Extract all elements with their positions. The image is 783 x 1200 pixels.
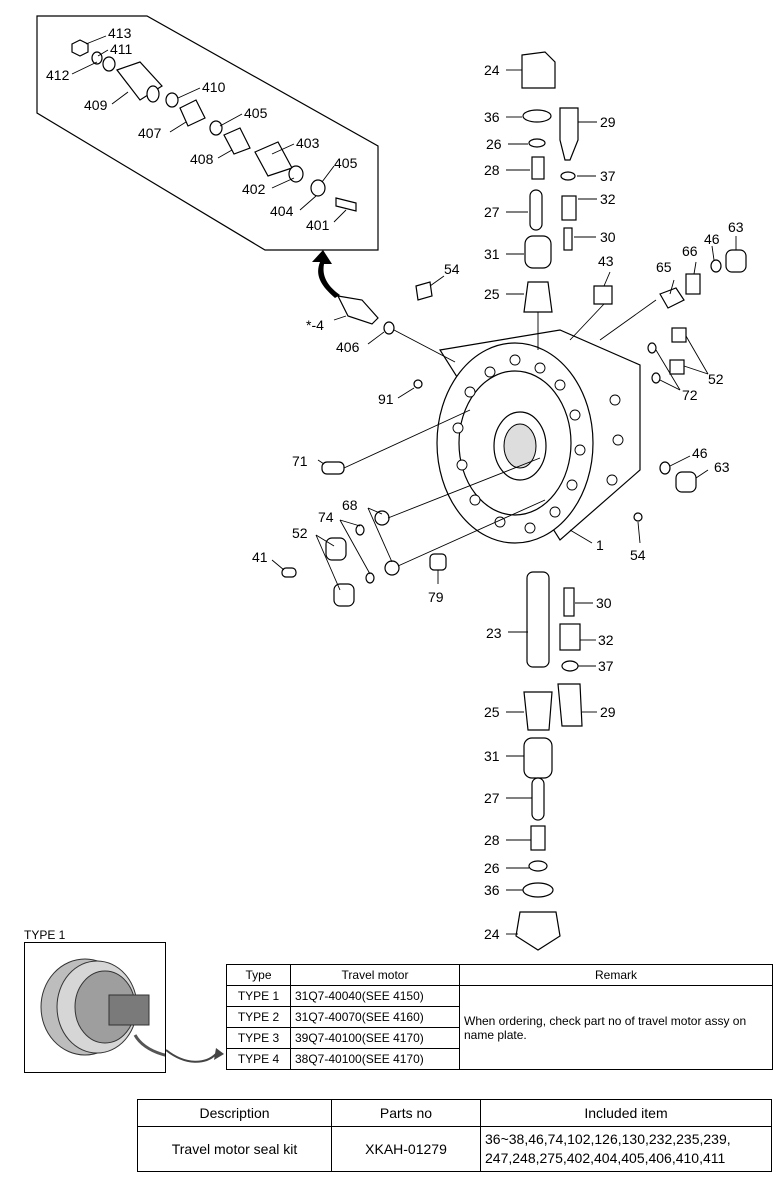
callout-65: 65 [656,259,672,275]
callout-405-b: 405 [334,155,358,171]
callout-74: 74 [318,509,334,525]
callout-52-right: 52 [708,371,724,387]
table-row: TYPE 3 39Q7-40100(SEE 4170) [226,1027,773,1049]
motor-cell: 31Q7-40070(SEE 4160) [290,1006,460,1028]
callout-66: 66 [682,243,698,259]
callout-413: 413 [108,25,132,41]
table-row: Travel motor seal kit XKAH-01279 36~38,4… [137,1126,772,1172]
right-side-parts [633,249,747,522]
remark-cell: When ordering, check part no of travel m… [459,985,773,1070]
callout-403: 403 [296,135,320,151]
callout-68: 68 [342,497,358,513]
callout-36-top: 36 [484,109,500,125]
callout-71: 71 [292,453,308,469]
motor-cell: 39Q7-40100(SEE 4170) [290,1027,460,1049]
callout-24-top: 24 [484,62,500,78]
callout-27-bot: 27 [484,790,500,806]
type-table-header-remark: Remark [459,964,773,986]
top-valve-stack [336,51,613,335]
type-cell: TYPE 2 [226,1006,291,1028]
callout-26-bot: 26 [484,860,500,876]
callout-30-bot: 30 [596,595,612,611]
callout-32-top: 32 [600,191,616,207]
callout-37-bot: 37 [598,658,614,674]
callout-24-bot: 24 [484,926,500,942]
callout-27-top: 27 [484,204,500,220]
callout-36-bot: 36 [484,882,500,898]
callout-28-top: 28 [484,162,500,178]
kit-header-parts-no: Parts no [331,1099,481,1127]
bottom-valve-stack [515,571,583,951]
type-table: Type Travel motor Remark TYPE 1 31Q7-400… [226,964,773,1070]
callout-4: *-4 [306,317,324,333]
callout-410: 410 [202,79,226,95]
callout-407: 407 [138,125,162,141]
callout-409: 409 [84,97,108,113]
callout-411: 411 [110,41,133,57]
motor-housing [436,329,641,544]
callout-25-bot: 25 [484,704,500,720]
callout-25-top: 25 [484,286,500,302]
seal-kit-table: Description Parts no Included item Trave… [137,1099,772,1172]
kit-included-cell: 36~38,46,74,102,126,130,232,235,239, 247… [480,1126,772,1172]
kit-parts-no-cell: XKAH-01279 [331,1126,481,1172]
type-cell: TYPE 1 [226,985,291,1007]
callout-406: 406 [336,339,360,355]
callout-29-top: 29 [600,114,616,130]
kit-header-description: Description [137,1099,332,1127]
callout-labels: 413 411 412 409 410 407 405 408 403 402 … [46,25,744,942]
callout-32-bot: 32 [598,632,614,648]
motor-cell: 31Q7-40040(SEE 4150) [290,985,460,1007]
callout-412: 412 [46,67,70,83]
callout-26-top: 26 [486,136,502,152]
callout-52-left: 52 [292,525,308,541]
callout-63-mid: 63 [714,459,730,475]
callout-30-top: 30 [600,229,616,245]
kit-description-cell: Travel motor seal kit [137,1126,332,1172]
type-table-header-type: Type [226,964,291,986]
callout-72: 72 [682,387,698,403]
callout-23: 23 [486,625,502,641]
table-row: TYPE 4 38Q7-40100(SEE 4170) [226,1048,773,1070]
type-cell: TYPE 3 [226,1027,291,1049]
callout-31-top: 31 [484,246,500,262]
callout-79: 79 [428,589,444,605]
callout-1: 1 [596,537,604,553]
callout-408: 408 [190,151,214,167]
callout-31-bot: 31 [484,748,500,764]
callout-41: 41 [252,549,268,565]
travel-motor-photo [24,942,196,1073]
kit-header-included: Included item [480,1099,772,1127]
callout-91: 91 [378,391,394,407]
detail-arrow-icon [312,250,340,298]
travel-motor-illustration [40,958,196,1059]
type-table-header-motor: Travel motor [290,964,460,986]
callout-37-top: 37 [600,168,616,184]
included-line-1: 36~38,46,74,102,126,130,232,235,239, [485,1131,731,1147]
table-row: TYPE 1 31Q7-40040(SEE 4150) When orderin… [226,985,773,1070]
callout-63-top: 63 [728,219,744,235]
inset-parts [71,39,357,212]
callout-404: 404 [270,203,294,219]
type-photo-caption: TYPE 1 [24,928,66,942]
callout-46-top: 46 [704,231,720,247]
callout-46-mid: 46 [692,445,708,461]
photo-arrow-icon [166,1048,224,1063]
inset-leaders [71,35,347,223]
callout-405-a: 405 [244,105,268,121]
callout-54-mid: 54 [630,547,646,563]
callout-402: 402 [242,181,266,197]
callout-29-bot: 29 [600,704,616,720]
callout-54-top: 54 [444,261,460,277]
main-leaders [271,69,737,935]
motor-cell: 38Q7-40100(SEE 4170) [290,1048,460,1070]
callout-28-bot: 28 [484,832,500,848]
callout-401: 401 [306,217,330,233]
type-cell: TYPE 4 [226,1048,291,1070]
left-side-parts [281,379,447,607]
included-line-2: 247,248,275,402,404,405,406,410,411 [485,1150,726,1166]
callout-43: 43 [598,253,614,269]
